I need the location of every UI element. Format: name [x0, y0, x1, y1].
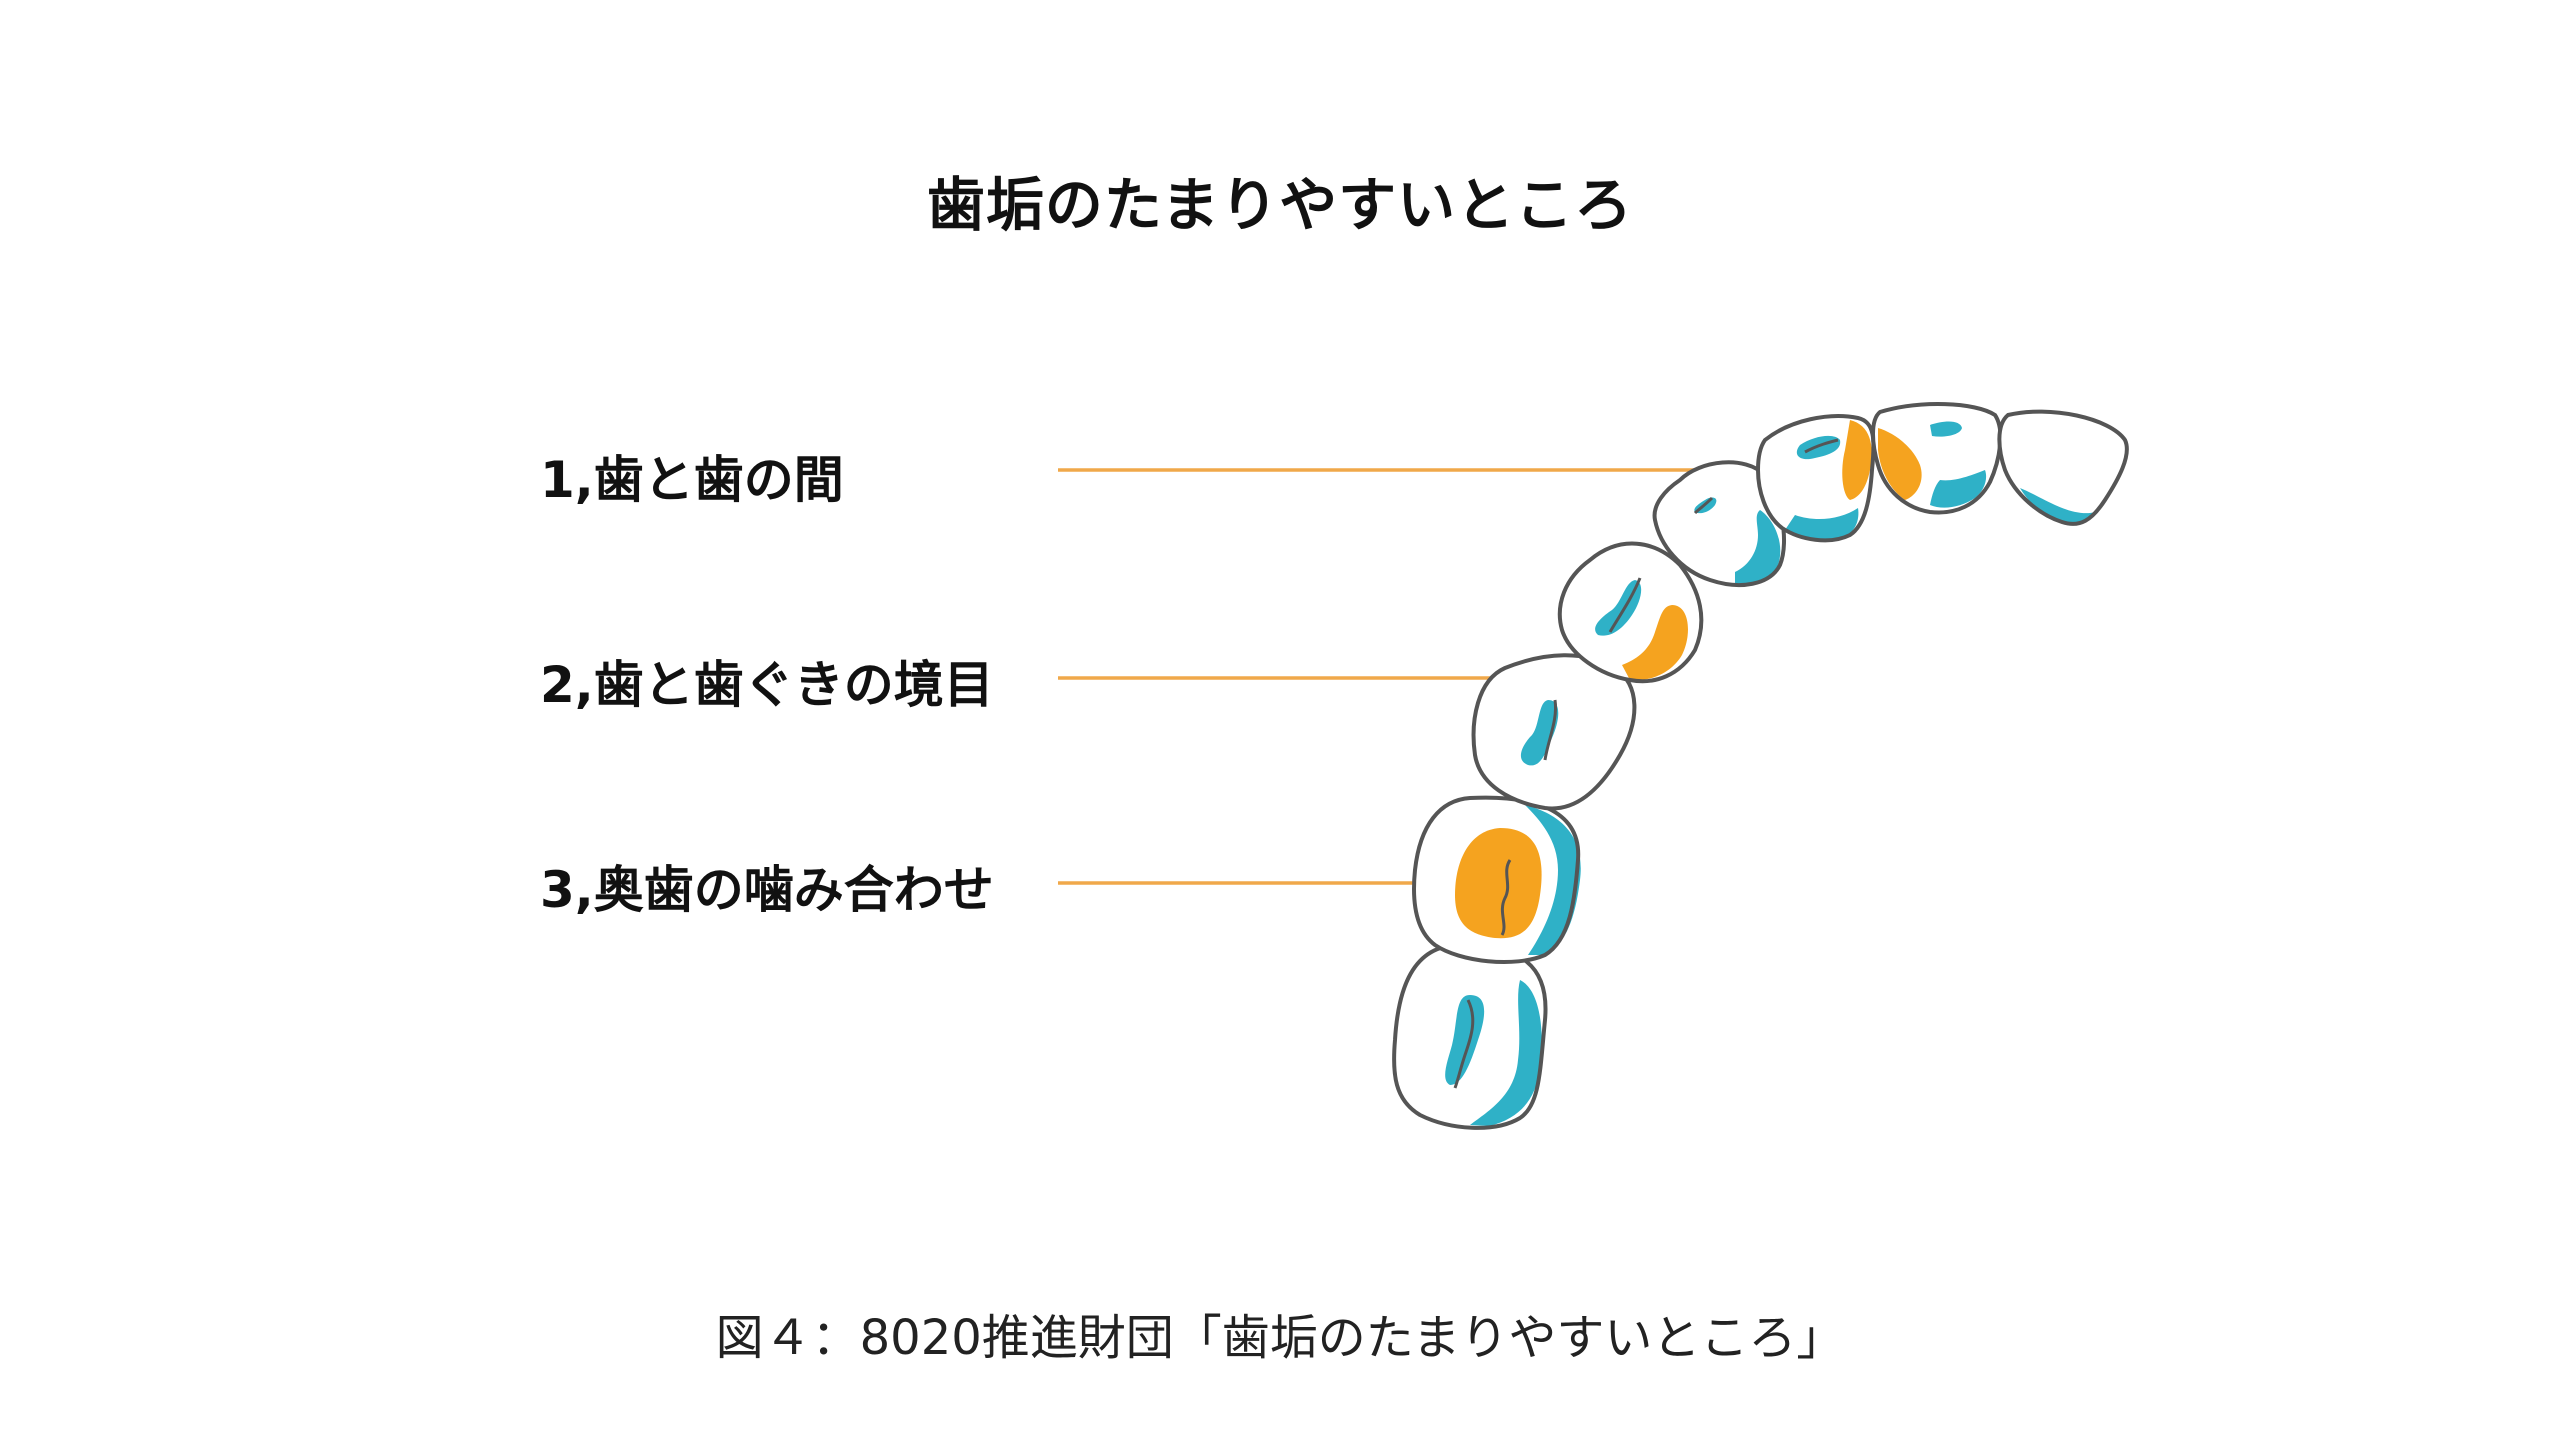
- tooth-molar-bottom: [1392, 942, 1548, 1130]
- tooth-canine: [1652, 460, 1787, 587]
- tooth-molar-occlusal: [1412, 795, 1581, 965]
- tooth-premolar-gumline: [1557, 541, 1704, 684]
- tooth-central-incisor: [1871, 402, 2003, 515]
- tooth-lateral-incisor: [1755, 414, 1876, 543]
- figure-caption: 図４：8020推進財団「歯垢のたまりやすいところ」: [715, 1310, 1845, 1366]
- label-gumline: 2,歯と歯ぐきの境目: [540, 656, 994, 714]
- label-interdental: 1,歯と歯の間: [540, 451, 844, 509]
- label-molar-occlusal: 3,奥歯の噛み合わせ: [540, 861, 994, 919]
- page-title: 歯垢のたまりやすいところ: [926, 171, 1634, 239]
- tooth-premolar-lower: [1471, 653, 1637, 811]
- tooth-right-incisor: [1997, 409, 2129, 526]
